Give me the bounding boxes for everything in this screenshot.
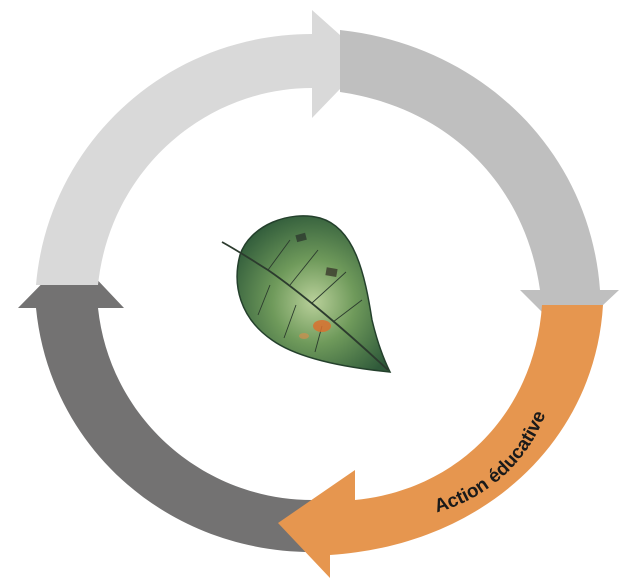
- cycle-segment-left: [18, 253, 312, 552]
- cycle-segment-bottom-right: [278, 305, 603, 578]
- cycle-segment-top-left: [36, 10, 368, 285]
- leaf-icon: [221, 215, 392, 373]
- cycle-segment-top-right: [340, 30, 619, 338]
